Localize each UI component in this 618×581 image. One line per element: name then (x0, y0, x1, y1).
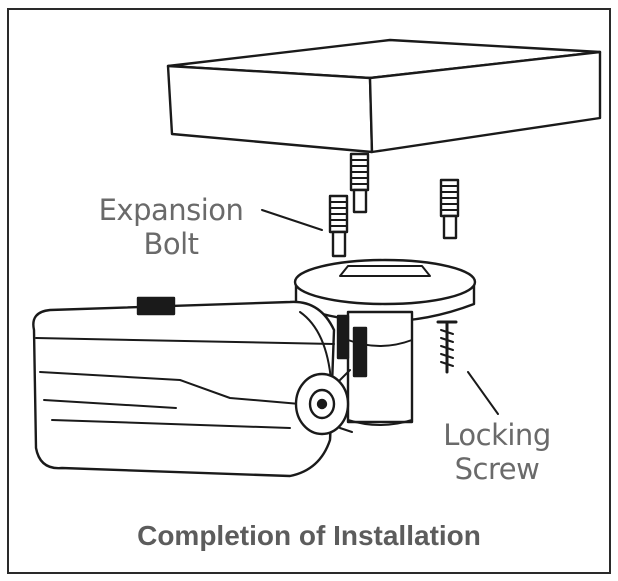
locking-screw-right (436, 320, 458, 374)
expansion-bolt-label-line2: Bolt (143, 227, 199, 261)
expansion-bolt-right (439, 178, 460, 240)
locking-screw-label-line2: Screw (454, 452, 540, 486)
locking-screw-leader (467, 371, 499, 415)
camera-housing (32, 296, 336, 478)
locking-screw-left (336, 314, 368, 378)
expansion-bolt-label: Expansion Bolt (96, 193, 246, 261)
diagram-caption: Completion of Installation (137, 520, 481, 551)
expansion-bolt-left (349, 152, 370, 214)
expansion-bolt-leader (261, 209, 323, 231)
ceiling-block (166, 38, 602, 154)
bracket-joint (294, 369, 353, 436)
locking-screw-label-line1: Locking (443, 418, 551, 452)
locking-screw-label: Locking Screw (436, 418, 558, 486)
expansion-bolt-center (328, 194, 349, 258)
expansion-bolt-label-line1: Expansion (98, 193, 244, 227)
